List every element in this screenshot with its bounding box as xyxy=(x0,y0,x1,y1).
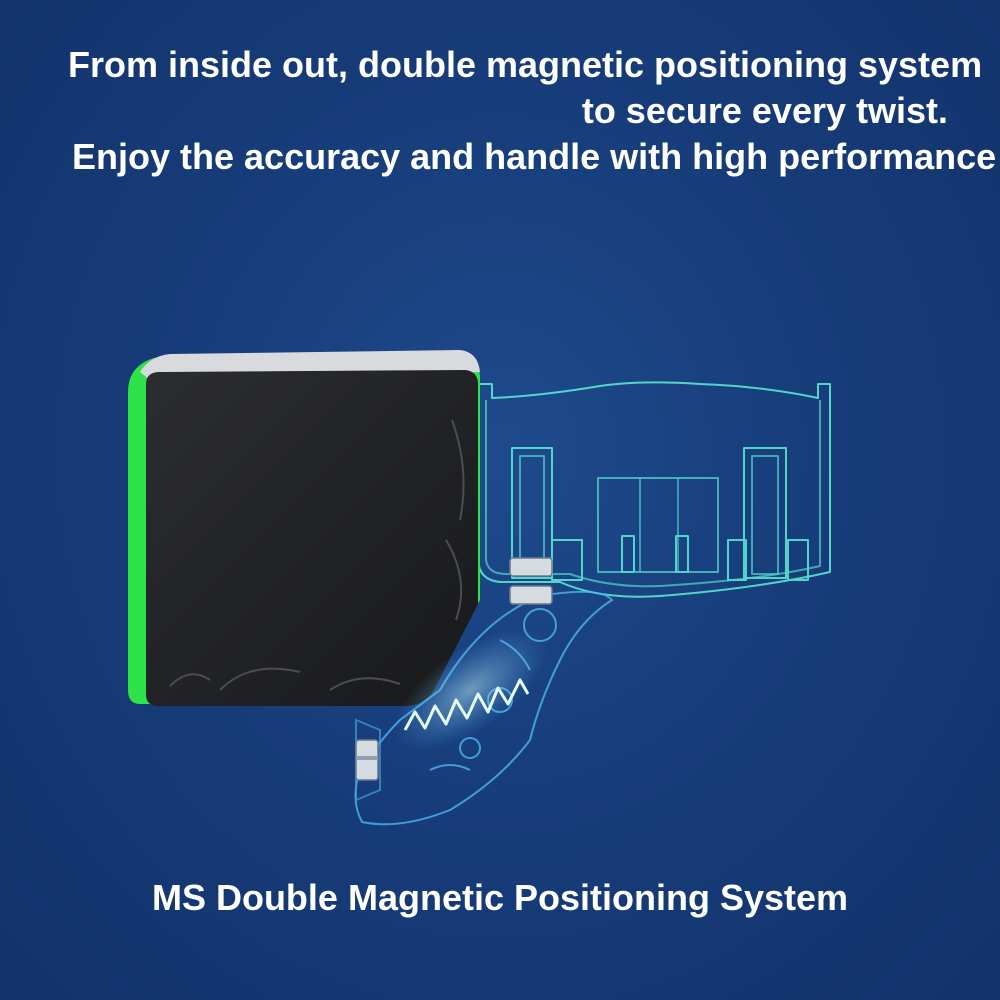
caption-title: MS Double Magnetic Positioning System xyxy=(151,877,849,918)
spring-glow xyxy=(392,628,548,752)
cube-corner-piece xyxy=(128,350,480,706)
magnet-pair-lower xyxy=(355,739,379,781)
headline-line-3: Enjoy the accuracy and handle with high … xyxy=(72,136,997,177)
headline-block: From inside out, double magnetic positio… xyxy=(0,0,1000,200)
headline-line-2: to secure every twist. xyxy=(581,90,948,131)
magnet-pair-upper xyxy=(509,557,553,605)
headline-line-1: From inside out, double magnetic positio… xyxy=(68,44,983,85)
